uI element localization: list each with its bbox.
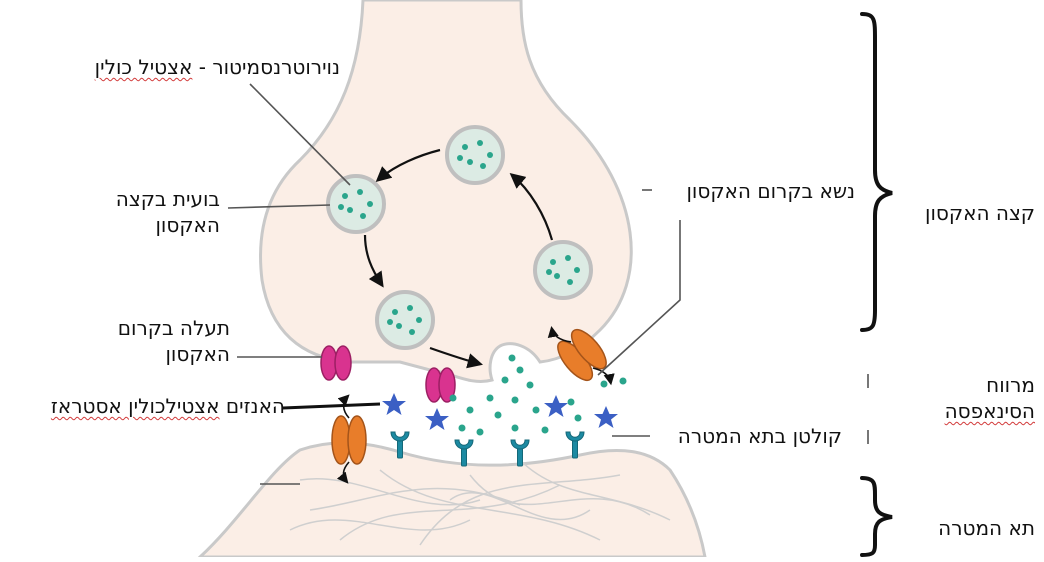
vesicle-label: בועית בקצה האקסון [80,186,220,238]
enzyme-leader [283,404,380,408]
transporter-label: נשא בקרום האקסון [655,178,855,204]
enzyme-label: האנזים אצטילכולין אסטראז [10,393,285,419]
enzyme-star-icon [382,393,618,430]
neurotransmitter-prefix: נוירוטרנסמיטור - [192,55,340,79]
transporter-text: נשא בקרום האקסון [686,179,855,203]
region-cleft-label: מרווח הסינאפסה [905,372,1035,424]
neurotransmitter-label: נוירוטרנסמיטור - אצטיל כולין [50,54,340,80]
vesicle-icon [535,242,591,298]
enzyme-name: אצטילכולין אסטראז [51,394,220,418]
neurotransmitter-name: אצטיל כולין [95,55,193,79]
vesicle-icon [447,127,503,183]
enzyme-prefix: האנזים [220,394,285,418]
channel-label-line1: תעלה בקרום [90,315,230,341]
region-braces [862,14,892,555]
region-axon-text: קצה האקסון [925,201,1035,225]
channel-label: תעלה בקרום האקסון [90,315,230,367]
region-target-label: תא המטרה [905,515,1035,541]
channel-label-line2: האקסון [90,341,230,367]
region-cleft-line1: מרווח [905,372,1035,398]
region-target-text: תא המטרה [938,516,1035,540]
target-cell [200,443,705,557]
receptor-text: קולטן בתא המטרה [678,424,842,448]
region-axon-label: קצה האקסון [905,200,1035,226]
vesicle-label-line1: בועית בקצה [80,186,220,212]
vesicle-label-line2: האקסון [80,212,220,238]
vesicle-icon [328,176,384,232]
receptor-label: קולטן בתא המטרה [652,423,842,449]
vesicle-icon [377,292,433,348]
region-cleft-line2: הסינאפסה [905,398,1035,424]
